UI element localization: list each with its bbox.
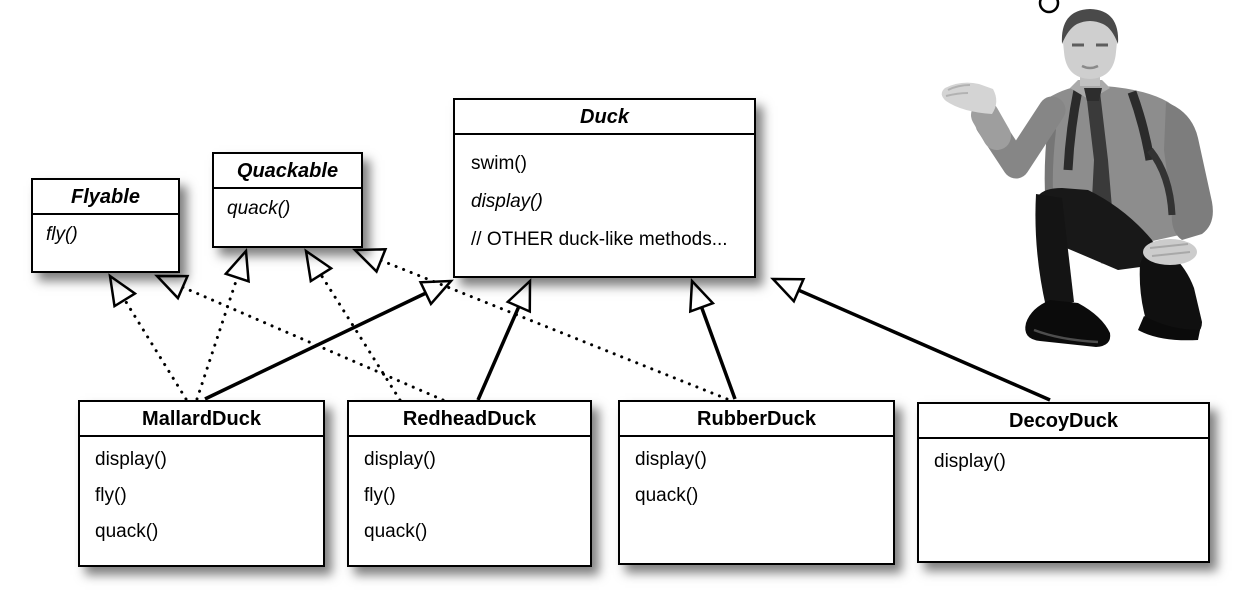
relation-decoy-duck-extends-duck-arrowhead xyxy=(770,277,806,304)
relation-rubber-duck-implements-quackable-line xyxy=(379,258,729,401)
man-shin xyxy=(1035,194,1074,307)
man-right-leg xyxy=(1139,240,1202,338)
relation-rubber-duck-extends-duck-line xyxy=(699,306,737,400)
man-right-arm xyxy=(1164,102,1213,240)
man-suspender-left xyxy=(1063,89,1083,171)
relation-redhead-duck-implements-quackable-line xyxy=(319,273,402,402)
relation-mallard-duck-implements-flyable-arrowhead xyxy=(108,273,138,309)
relation-redhead-duck-implements-flyable-line xyxy=(181,285,445,402)
relation-redhead-duck-extends-duck-arrowhead xyxy=(505,278,532,314)
man-tie-knot xyxy=(1084,88,1102,101)
man-hand-on-knee-fingers xyxy=(1149,243,1191,257)
cutoff-handwriting-glyph xyxy=(1038,0,1060,14)
relation-mallard-duck-implements-flyable-line xyxy=(123,298,188,401)
relation-redhead-duck-implements-quackable-arrowhead xyxy=(304,248,334,284)
relations-layer xyxy=(108,247,1051,402)
man-hand-on-knee xyxy=(1143,239,1197,265)
man-mouth xyxy=(1081,64,1099,70)
relation-mallard-duck-implements-quackable-arrowhead xyxy=(223,247,250,284)
man-hair xyxy=(1061,9,1119,44)
relation-rubber-duck-implements-quackable-arrowhead xyxy=(352,247,388,274)
relation-rubber-duck-extends-duck-arrowhead xyxy=(688,278,716,314)
relation-mallard-duck-implements-quackable-line xyxy=(195,276,239,401)
man-face xyxy=(1063,11,1117,79)
man-left-shoe-highlight xyxy=(1033,328,1099,344)
man-open-palm-hand xyxy=(941,82,997,114)
man-hand-fingers xyxy=(945,84,971,97)
man-suspender-loop xyxy=(1147,147,1176,216)
man-right-shoe xyxy=(1138,316,1200,341)
kneeling-man-photo xyxy=(941,9,1213,347)
relation-decoy-duck-extends-duck-line xyxy=(797,288,1051,402)
relation-mallard-duck-extends-duck-arrowhead xyxy=(418,279,454,307)
relation-redhead-duck-implements-flyable-arrowhead xyxy=(154,274,190,301)
man-thigh xyxy=(1038,188,1162,270)
man-shirt-cuff xyxy=(971,101,1011,150)
relation-redhead-duck-extends-duck-line xyxy=(476,305,521,401)
